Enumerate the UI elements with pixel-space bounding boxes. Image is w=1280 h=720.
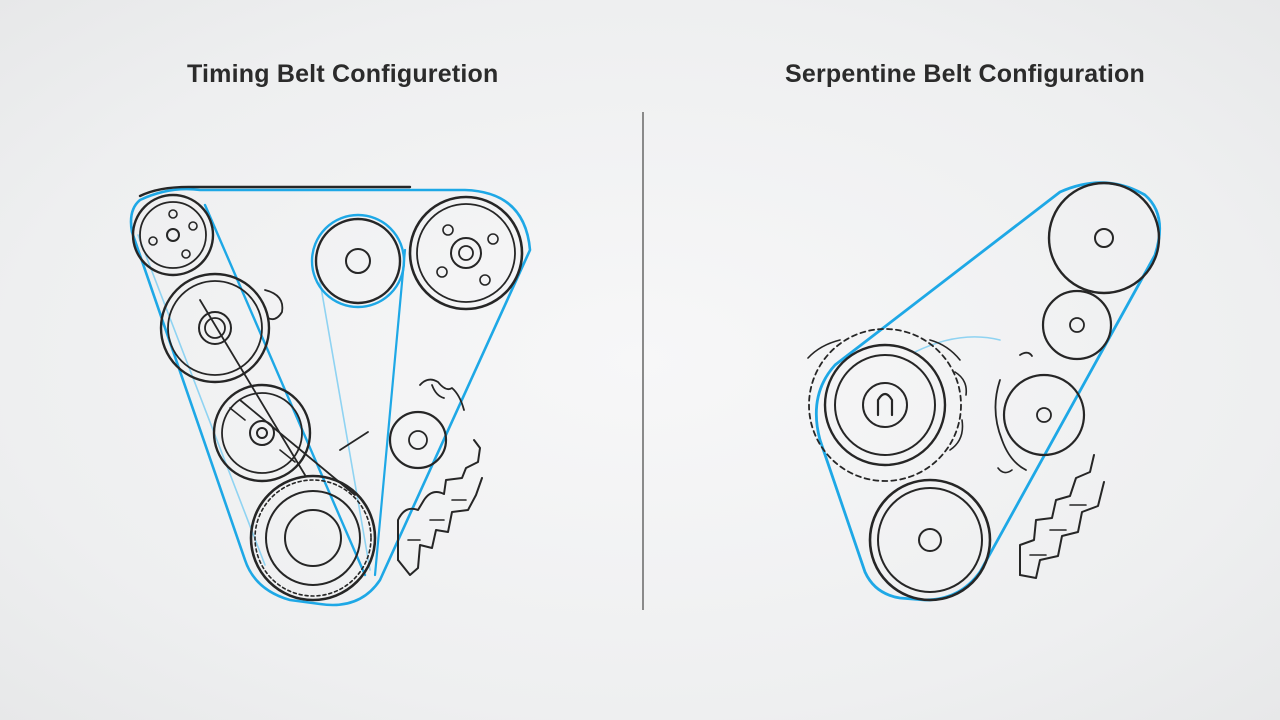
serpentine-belt-diagram: [807, 181, 1162, 602]
timing-tensioner-pulley: [212, 383, 312, 483]
serpentine-idler-pulley: [1041, 289, 1113, 361]
serpentine-crank-pulley: [868, 478, 992, 602]
timing-center-idler: [314, 217, 402, 305]
panel-divider: [642, 112, 644, 610]
timing-belt-diagram: [129, 185, 532, 607]
serpentine-alternator-pulley: [1047, 181, 1161, 295]
serpentine-gear-pulley: [807, 328, 968, 482]
timing-crank-pulley: [249, 474, 377, 602]
timing-belt-title: Timing Belt Configuretion: [187, 60, 499, 88]
serpentine-tensioner-pulley: [994, 351, 1086, 474]
timing-small-pulley: [131, 193, 215, 277]
timing-water-pump: [339, 378, 465, 470]
timing-idler-pulley: [159, 272, 284, 384]
timing-engine-bracket: [397, 439, 483, 576]
serpentine-engine-bracket: [1019, 454, 1105, 579]
timing-cam-pulley: [408, 195, 524, 311]
serpentine-belt-title: Serpentine Belt Configuration: [785, 60, 1145, 88]
timing-belt-path: [129, 185, 532, 607]
